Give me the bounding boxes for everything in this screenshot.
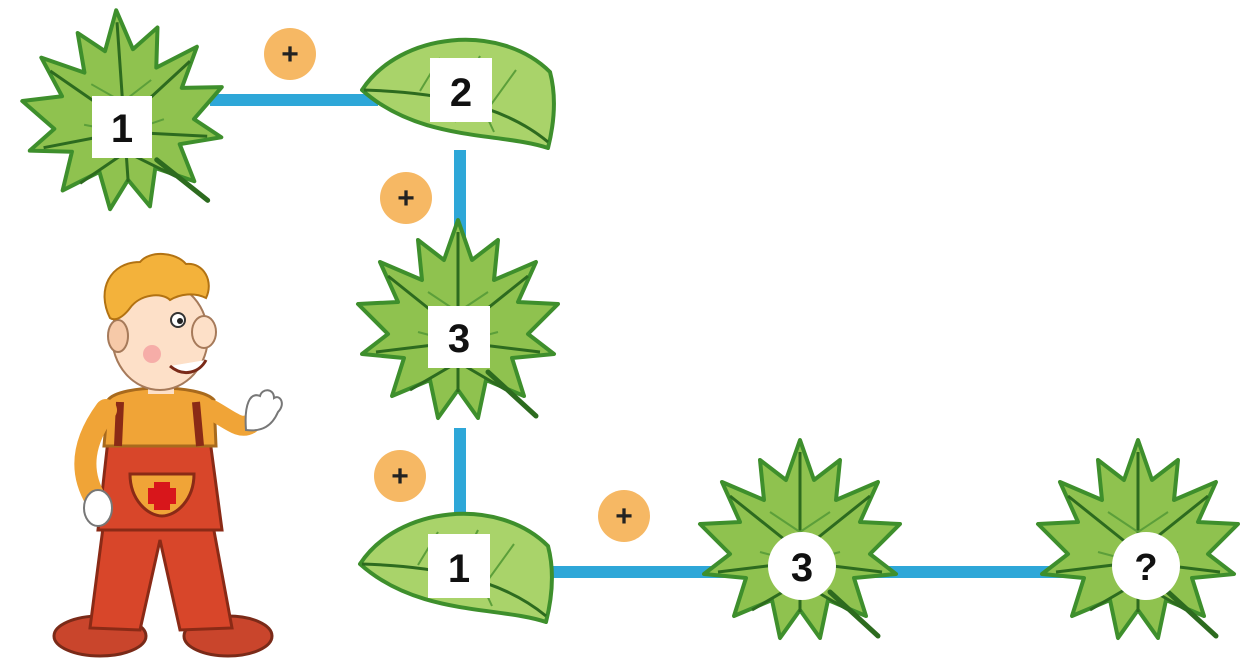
number-box — [428, 534, 490, 598]
step-2-value: 3 — [448, 317, 470, 361]
operator-badge-1: + — [264, 28, 316, 80]
number-circle — [768, 532, 836, 600]
leaf-step-4: 3 — [700, 440, 900, 638]
answer-placeholder: ? — [1134, 547, 1157, 589]
leaf-step-3: 1 — [358, 511, 554, 624]
number-box — [92, 96, 152, 158]
number-box — [430, 58, 492, 122]
leaf-start: 1 — [16, 3, 229, 214]
operator-2: + — [397, 182, 415, 215]
leaf-step-2: 3 — [358, 220, 558, 418]
operator-badge-3: + — [374, 450, 426, 502]
boy-character-illustration — [52, 253, 283, 658]
operator-4: + — [615, 500, 633, 533]
operator-1: + — [281, 38, 299, 71]
leaf-answer: ? — [1038, 440, 1238, 638]
leaf-step-1: 2 — [360, 37, 556, 150]
operator-badge-2: + — [380, 172, 432, 224]
start-value: 1 — [111, 107, 133, 151]
red-cross-icon — [148, 482, 176, 510]
step-3-value: 1 — [448, 547, 470, 591]
waving-hand — [244, 389, 283, 432]
operator-badge-4: + — [598, 490, 650, 542]
number-box — [428, 306, 490, 368]
step-4-value: 3 — [791, 546, 813, 590]
step-1-value: 2 — [450, 71, 472, 115]
answer-circle — [1112, 532, 1180, 600]
connector-lines — [210, 94, 1086, 578]
operator-3: + — [391, 460, 409, 493]
operator-badges: + + + + — [264, 28, 650, 542]
